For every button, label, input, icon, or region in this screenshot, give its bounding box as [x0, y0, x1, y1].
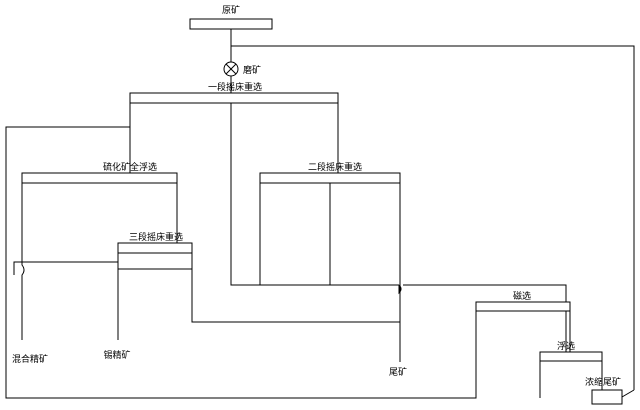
- raw-ore-label: 原矿: [222, 4, 240, 16]
- flotation-label: 浮选: [557, 340, 575, 352]
- magnetic-sep-label: 磁选: [513, 290, 531, 302]
- tin-concentrate-label: 锡精矿: [103, 349, 130, 361]
- magnetic-sep-box: [475, 301, 571, 312]
- thickener-box: [591, 389, 623, 405]
- sulfide-float-label: 硫化矿全浮选: [103, 161, 157, 173]
- left-loop-line: [5, 103, 477, 399]
- stage2-table-label: 二段摇床重选: [308, 161, 362, 173]
- mixed-concentrate-line: [21, 183, 25, 340]
- stage1-table-box: [129, 92, 339, 104]
- stage3-table-box: [117, 242, 193, 270]
- stage3-return-line: [13, 261, 118, 275]
- to-flotation-line: [403, 284, 567, 352]
- flotation-box: [539, 351, 603, 362]
- stage1-table-label: 一段摇床重选: [208, 81, 262, 93]
- crushed-ore-label: 磨矿: [243, 64, 261, 76]
- thickener-return-line: [621, 389, 635, 398]
- mill-icon: [223, 61, 239, 77]
- tailings-label: 尾矿: [389, 366, 407, 378]
- mixed-concentrate-label: 混合精矿: [12, 353, 48, 365]
- raw-ore-bin: [189, 18, 273, 30]
- recycle-line: [231, 45, 635, 390]
- stage1-middle-line: [230, 103, 399, 286]
- stage3-table-label: 三段摇床重选: [129, 231, 183, 243]
- thickened-tailings-label: 浓缩尾矿: [585, 376, 621, 388]
- sulfide-float-box: [21, 172, 178, 184]
- stage3-tailings-line: [191, 253, 400, 323]
- stage2-table-box: [259, 172, 401, 184]
